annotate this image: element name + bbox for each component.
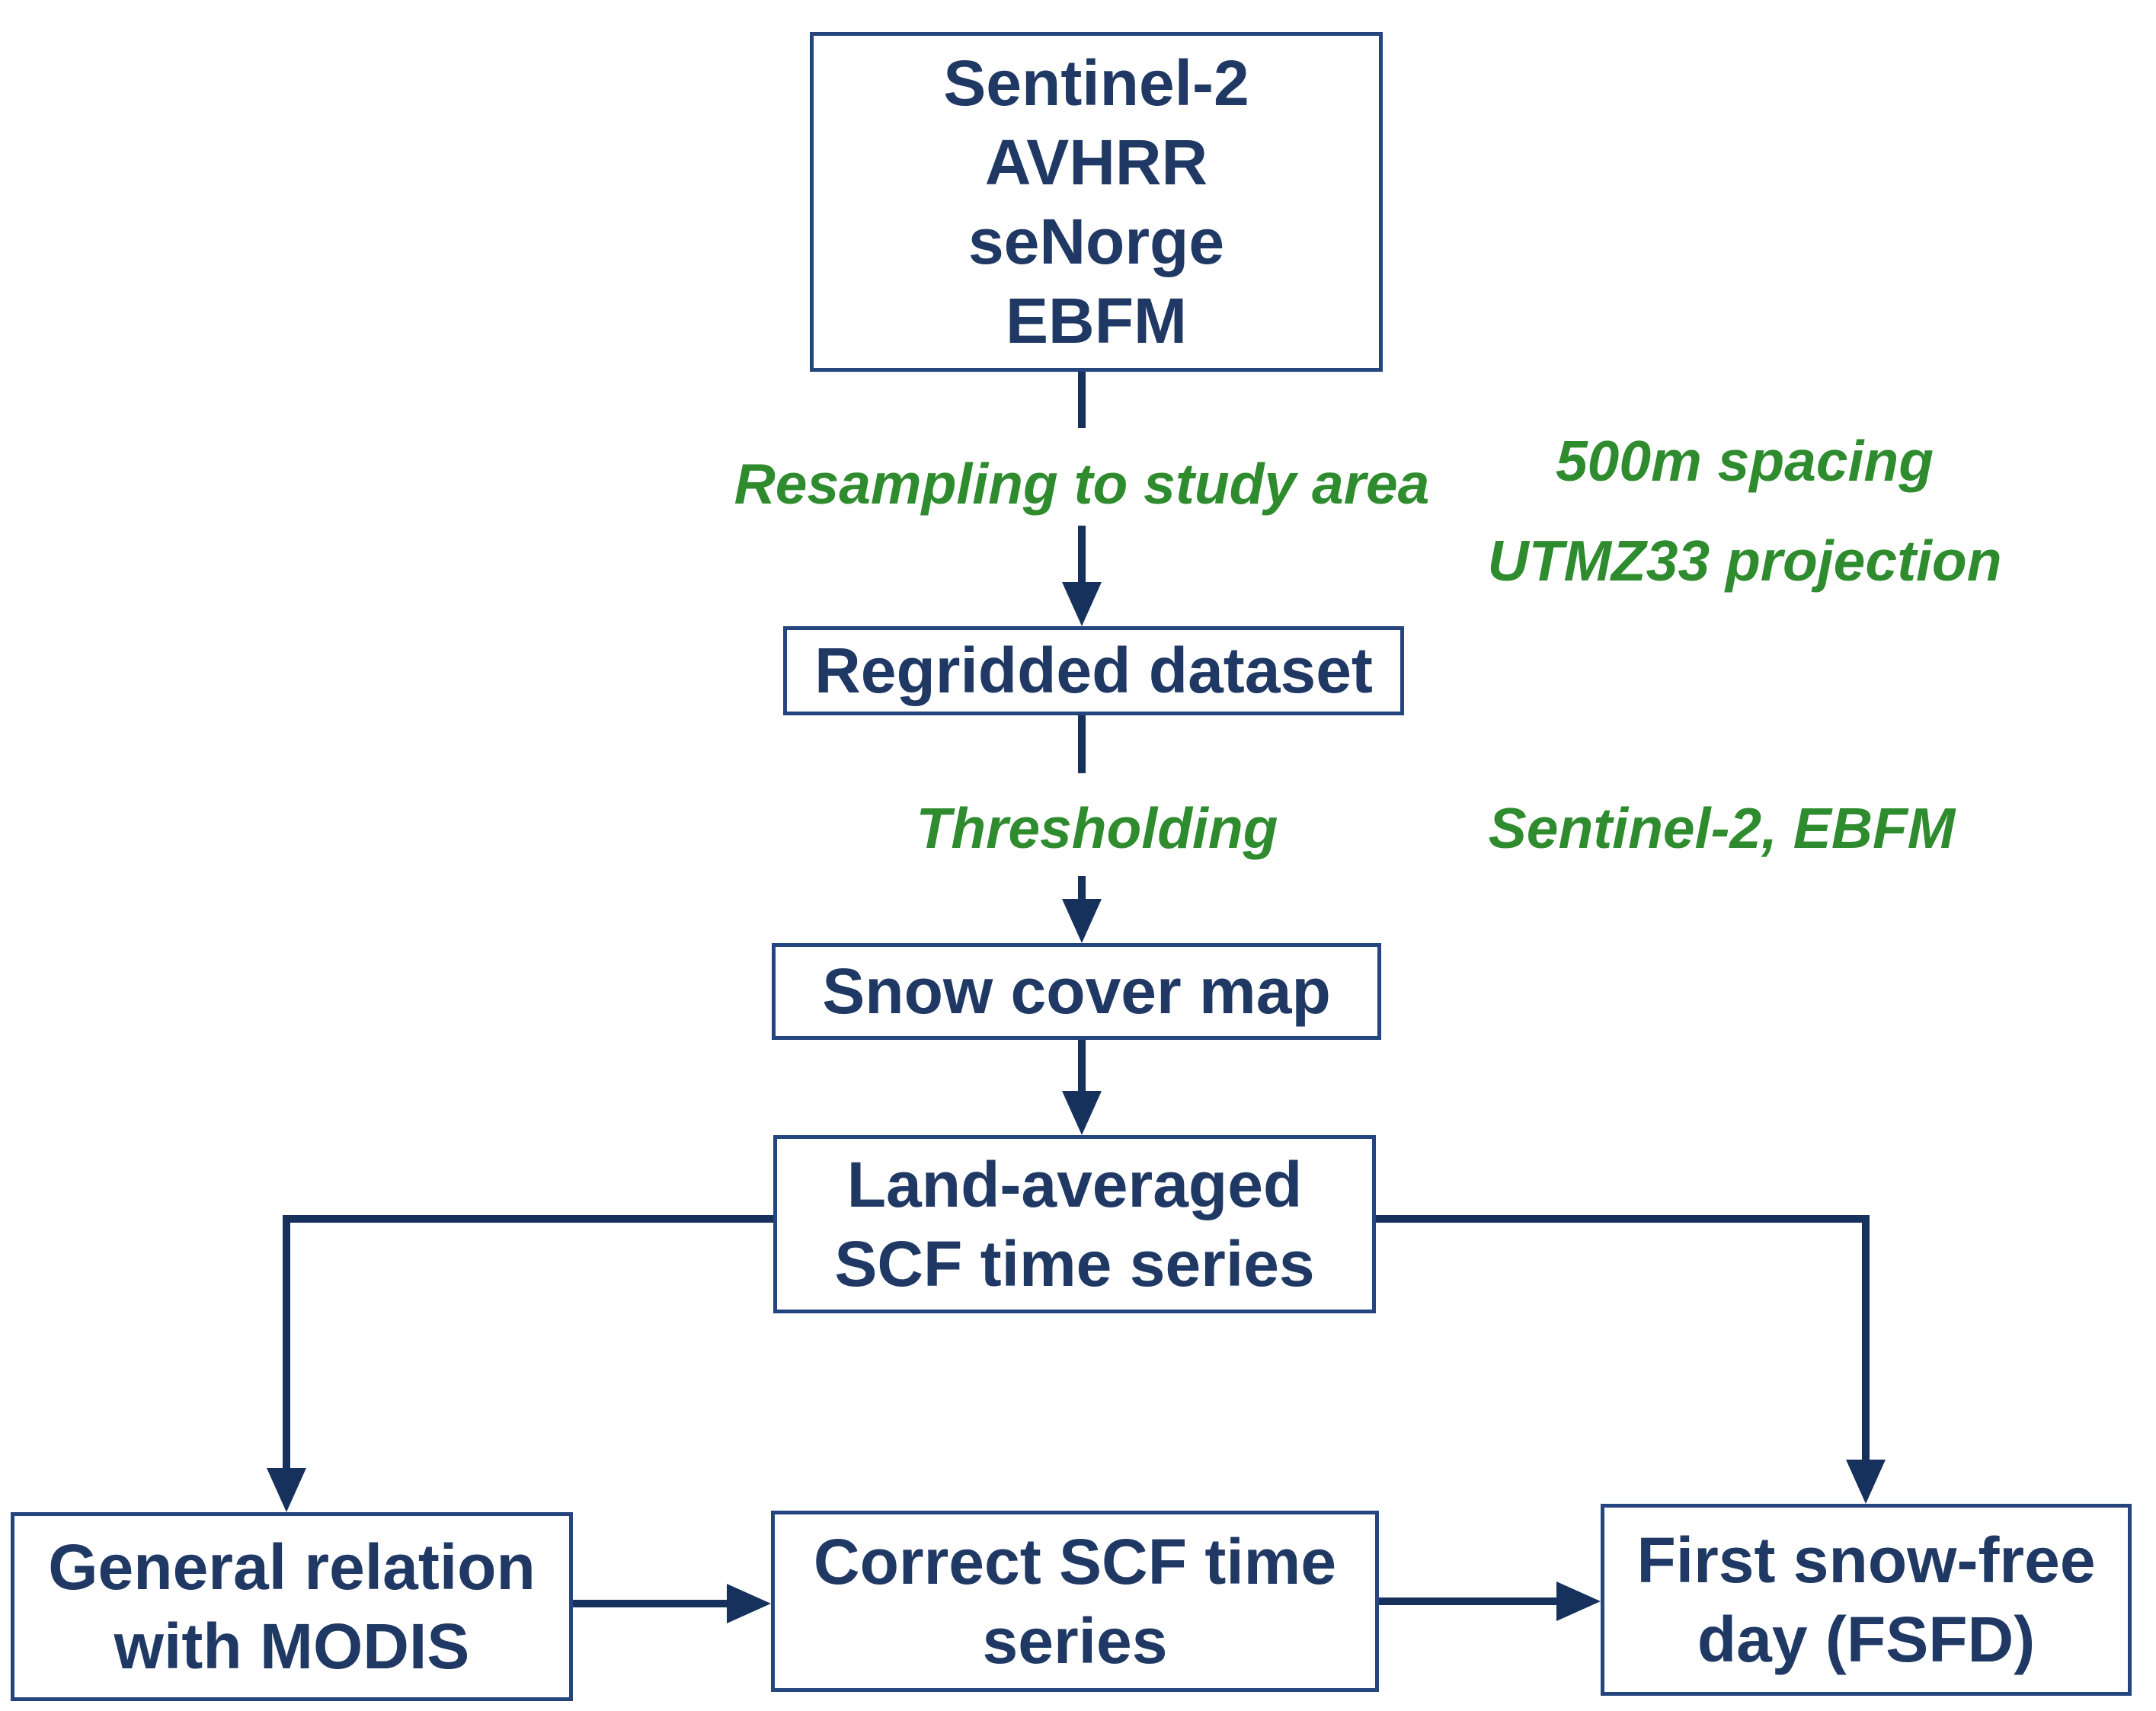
box-label-line: series [982, 1605, 1168, 1677]
source-dataset-line: EBFM [1006, 285, 1187, 357]
correct-scf-box: Correct SCF time series [771, 1511, 1379, 1692]
arrowhead-to-snow [1062, 899, 1102, 943]
source-datasets-box: Sentinel-2 AVHRR seNorge EBFM [810, 32, 1383, 372]
source-dataset-line: seNorge [968, 206, 1225, 277]
source-dataset-line: AVHRR [984, 126, 1208, 198]
first-snow-free-day-box: First snow-free day (FSFD) [1601, 1504, 2132, 1696]
land-averaged-scf-box: Land-averaged SCF time series [773, 1135, 1376, 1313]
box-label-line: day (FSFD) [1697, 1604, 2036, 1675]
resampling-note-line: UTMZ33 projection [1487, 529, 2002, 593]
resampling-note-line: 500m spacing [1555, 429, 1934, 493]
box-label-line: with MODIS [114, 1610, 470, 1682]
source-dataset-line: Sentinel-2 [943, 46, 1249, 119]
general-relation-modis-box: General relation with MODIS [11, 1512, 573, 1701]
thresholding-process-label: Thresholding [916, 796, 1278, 860]
box-label: Regridded dataset [814, 635, 1373, 707]
resampling-process-label: Resampling to study area [734, 452, 1430, 516]
regridded-dataset-box: Regridded dataset [783, 626, 1404, 715]
connector-left-elbow [283, 1215, 773, 1473]
box-label-line: General relation [48, 1530, 536, 1603]
arrowhead-to-landavg [1062, 1091, 1102, 1135]
arrowhead-to-fsfd-left [1556, 1581, 1601, 1621]
resampling-side-note: 500m spacing UTMZ33 projection [1440, 411, 2049, 612]
arrowhead-to-general [267, 1468, 306, 1512]
box-label-line: SCF time series [834, 1228, 1315, 1300]
thresholding-side-note: Sentinel-2, EBFM [1488, 796, 1956, 860]
arrowhead-to-correct [727, 1584, 771, 1623]
arrowhead-to-regridded [1062, 582, 1102, 626]
box-label-line: Correct SCF time [813, 1525, 1337, 1597]
box-label-line: First snow-free [1636, 1524, 2096, 1596]
connector-right-elbow [1376, 1215, 1870, 1464]
box-label: Snow cover map [822, 955, 1331, 1028]
arrowhead-to-fsfd-top [1846, 1460, 1886, 1504]
box-label-line: Land-averaged [846, 1148, 1303, 1220]
snow-cover-map-box: Snow cover map [772, 943, 1381, 1040]
